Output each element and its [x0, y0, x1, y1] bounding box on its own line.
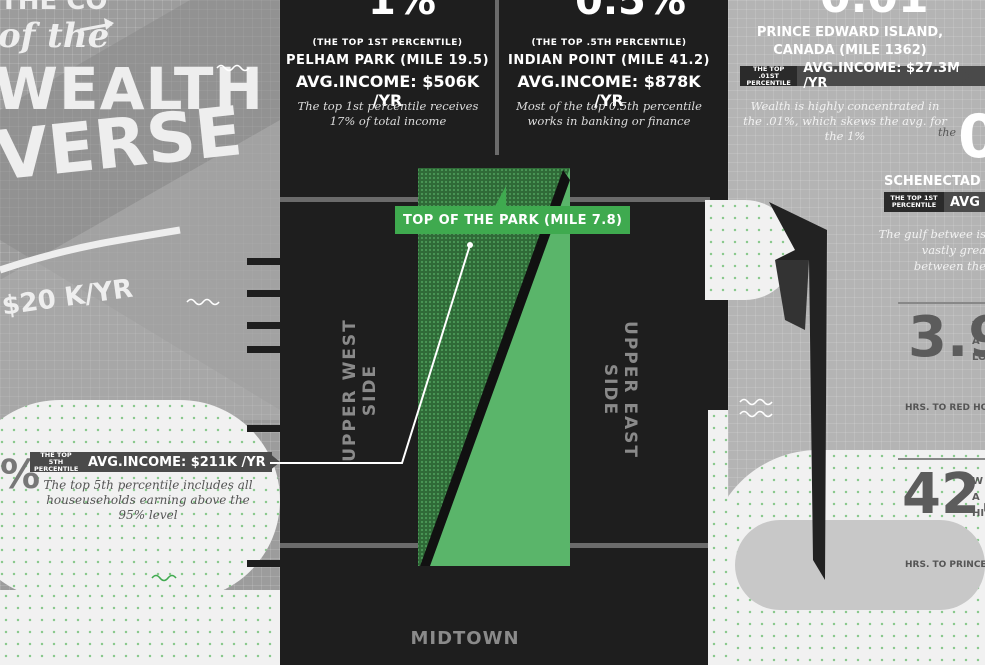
- right-island-shape: [769, 202, 827, 580]
- right-tag1-small: THE TOP .01ST PERCENTILE: [740, 65, 798, 86]
- stat-1-label: HRS. TO RED HO: [905, 403, 985, 413]
- right-percentile-sub: (THE TOP .5TH PERCENTILE): [531, 38, 687, 48]
- stat-divider: [898, 302, 985, 304]
- left-place: PELHAM PARK (MILE 19.5): [285, 53, 490, 68]
- right-income-tag-1: THE TOP .01ST PERCENTILE AVG.INCOME: $27…: [740, 61, 985, 91]
- pier-bar: [247, 346, 281, 353]
- upper-west-side: UPPER WEST SIDE: [340, 318, 380, 462]
- left-income: AVG.INCOME: $506K /YR: [295, 72, 480, 110]
- stat-1-side: W A LO: [972, 320, 985, 363]
- right-bottom-blob: [735, 520, 985, 610]
- left-diagonal-shade: [0, 0, 280, 420]
- stat-2-label: HRS. TO PRINCE: [905, 560, 985, 570]
- right-tag1-big: AVG.INCOME: $27.3M /YR: [803, 61, 961, 91]
- left-bottom-blob: [0, 590, 280, 665]
- connector-line: [270, 242, 473, 464]
- wave-icon: [216, 64, 250, 72]
- left-tag-big: AVG.INCOME: $211K /YR: [88, 454, 266, 470]
- pier-bar: [247, 322, 281, 329]
- park-label-pointer: [494, 186, 506, 208]
- left-tag-small: THE TOP 5TH PERCENTILE: [34, 450, 79, 473]
- left-big-number: 1%: [368, 0, 436, 24]
- central-park: [418, 168, 570, 566]
- wave-icon: [739, 398, 773, 418]
- stat-2-value: 425: [902, 462, 985, 527]
- left-income-tag: THE TOP 5TH PERCENTILE AVG.INCOME: $211K…: [30, 450, 272, 473]
- right-note-2: The gulf betwee is vastly grea between t…: [878, 227, 985, 273]
- left-note: The top 5th percentile includes all hous…: [43, 478, 253, 522]
- schenectady: SCHENECTAD: [884, 174, 981, 189]
- tag-pointer: [958, 66, 970, 86]
- right-place: PRINCE EDWARD ISLAND, CANADA (MILE 1362): [756, 25, 944, 58]
- midtown: MIDTOWN: [410, 628, 520, 649]
- right-income: AVG.INCOME: $878K /YR: [517, 72, 701, 110]
- right-tag2-big: AVG: [950, 194, 980, 210]
- right-strip: [708, 410, 728, 665]
- stat-1-value: 3.9: [908, 305, 985, 370]
- park-label: TOP OF THE PARK (MILE 7.8): [395, 206, 631, 234]
- street-line-vertical: [495, 0, 499, 155]
- left-percentile-sub: (THE TOP 1ST PERCENTILE): [312, 38, 463, 48]
- stat-divider: [898, 458, 985, 460]
- right-big-number: 0.5%: [575, 0, 686, 24]
- right-big-top: 0.01: [820, 0, 929, 23]
- title-underline: [0, 226, 181, 274]
- pier-bar: [247, 258, 281, 265]
- right-big-zero: 0: [958, 102, 985, 172]
- arrow-right-icon: [79, 18, 114, 32]
- pier-bar: [247, 560, 281, 567]
- left-note-top: The top 1st percentile receives 17% of t…: [297, 99, 479, 128]
- left-blob: [0, 400, 280, 600]
- right-place: INDIAN POINT (MILE 41.2): [508, 53, 710, 68]
- right-tag2-small: THE TOP 1ST PERCENTILE: [884, 192, 944, 212]
- pier-bar: [247, 425, 281, 432]
- upper-east-side: UPPER EAST SIDE: [600, 321, 640, 459]
- left-title-2: of the: [0, 16, 110, 56]
- stat-2-side: W A HI: [972, 476, 985, 519]
- right-note-top: Most of the top 0.5th percentile works i…: [516, 99, 702, 128]
- left-title-1: THE CO: [0, 0, 108, 16]
- the-label: the: [938, 126, 957, 139]
- pier-bar: [247, 290, 281, 297]
- park-label-text: TOP OF THE PARK (MILE 7.8): [403, 212, 623, 228]
- wave-icon: [186, 298, 220, 306]
- wave-icon: [151, 574, 177, 582]
- right-note-1: Wealth is highly concentrated in the .01…: [743, 99, 947, 143]
- right-income-tag-2: THE TOP 1ST PERCENTILE AVG: [884, 192, 985, 212]
